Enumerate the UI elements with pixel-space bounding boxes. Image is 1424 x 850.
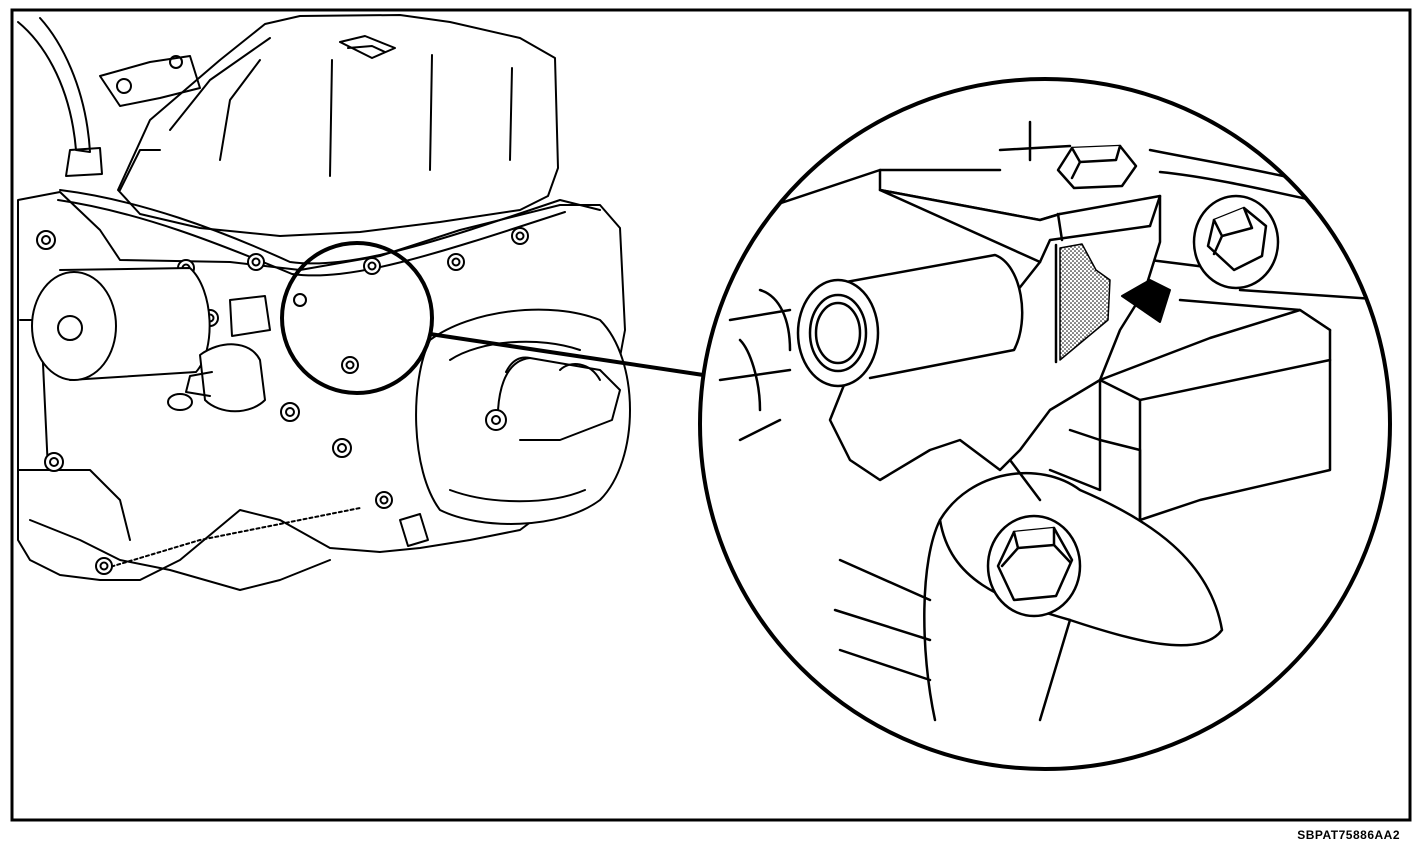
detail-marker-circle [280,241,434,395]
breather-hose [17,17,91,153]
top-tab [339,35,396,59]
sensor-fitting [199,343,266,413]
harness-connector [399,513,429,547]
top-bolt [1056,144,1138,190]
oil-pipe [497,357,621,441]
right-bolt [1192,194,1280,290]
detail-view [698,77,1392,771]
stepped-block [1098,308,1332,522]
leader-line [429,332,711,378]
actuator-end-cap [31,271,117,381]
transmission-overview [17,14,631,591]
lower-bolt [986,514,1082,618]
highlight-area [1059,243,1111,361]
upper-case [117,14,559,237]
detail-circle-border [698,77,1392,771]
lower-seam [99,507,361,571]
pan-gasket [59,189,601,265]
arrow-icon [1121,279,1171,323]
figure-frame [10,8,1412,822]
figure-id-code: SBPAT75886AA2 [1297,828,1400,842]
